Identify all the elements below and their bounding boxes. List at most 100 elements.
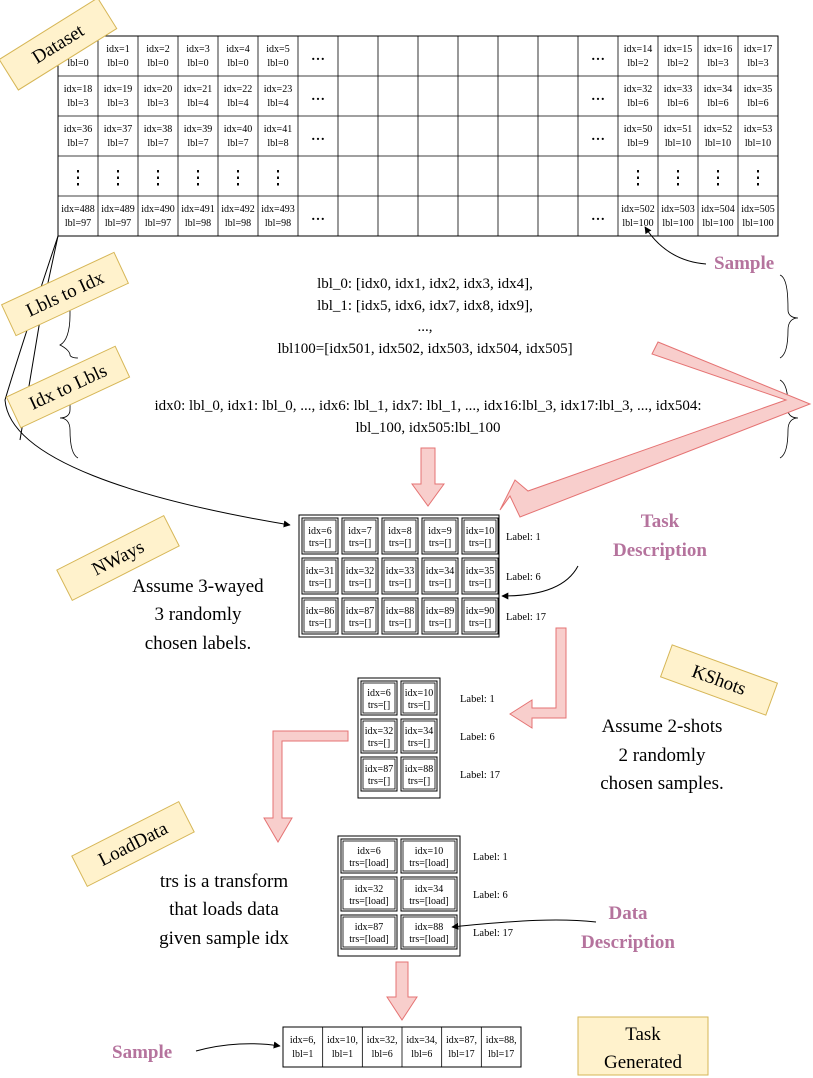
final-cell-idx: idx=34,: [406, 1035, 437, 1046]
dataset-cell-lbl: lbl=97: [65, 218, 91, 229]
dataset-vdots: ⋮: [109, 168, 128, 189]
dataset-cell-idx: idx=1: [106, 44, 129, 55]
dataset-cell-idx: idx=2: [146, 44, 169, 55]
dataset-cell-idx: idx=489: [101, 204, 134, 215]
kshots-cell-inner: [402, 758, 436, 790]
dataset-cell-idx: idx=23: [264, 84, 292, 95]
loaddata-note-line-3: given sample idx: [159, 928, 289, 949]
dataset-cell-idx: idx=504: [701, 204, 734, 215]
down-arrow-to-final: [386, 961, 418, 1021]
dataset-cell-lbl: lbl=100: [662, 218, 693, 229]
nways-cell-trs: trs=[]: [429, 538, 451, 549]
dataset-cell-lbl: lbl=3: [107, 98, 128, 109]
dataset-cell-idx: idx=38: [144, 124, 172, 135]
kshots-cell-idx: idx=87: [365, 764, 393, 775]
dataset-cell-idx: idx=37: [104, 124, 132, 135]
nways-note-line-2: 3 randomly: [154, 604, 242, 625]
kshots-cell-idx: idx=10: [405, 688, 433, 699]
load-cell-idx: idx=34: [415, 884, 443, 895]
dataset-ellipsis: ...: [591, 124, 605, 145]
load-cell-trs: trs=[load]: [409, 934, 449, 945]
final-task-row: idx=6,lbl=1idx=10,lbl=1idx=32,lbl=6idx=3…: [282, 1026, 522, 1068]
load-cell: [400, 876, 458, 912]
kshots-row-label: Label: 17: [460, 770, 500, 781]
loaddata-note-line-1: trs is a transform: [160, 871, 288, 892]
dataset-cell-lbl: lbl=7: [67, 138, 88, 149]
nways-cell-trs: trs=[]: [469, 578, 491, 589]
nways-cell-idx: idx=86: [306, 606, 334, 617]
kshots-cell: [360, 680, 398, 716]
nways-cell-trs: trs=[]: [469, 618, 491, 629]
kshots-note-line-1: Assume 2-shots: [602, 716, 723, 737]
dataset-cell-lbl: lbl=0: [187, 58, 208, 69]
task-description-line-2: Description: [613, 540, 707, 561]
dataset-cell-idx: idx=40: [224, 124, 252, 135]
nways-cell-inner: [383, 599, 417, 633]
task-description-line-1: Task: [641, 511, 680, 532]
down-arrow-to-nways: [411, 447, 445, 507]
dataset-cell-idx: idx=490: [141, 204, 174, 215]
dataset-cell-lbl: lbl=10: [665, 138, 691, 149]
nways-cell: [301, 557, 339, 595]
dataset-ellipsis: ...: [591, 84, 605, 105]
dataset-cell-lbl: lbl=97: [105, 218, 131, 229]
dataset-vdots: ⋮: [629, 168, 648, 189]
load-cell-idx: idx=10: [415, 846, 443, 857]
idx-to-lbls-text: idx0: lbl_0, idx1: lbl_0, ..., idx6: lbl…: [154, 398, 701, 436]
sample-top-label: Sample: [714, 253, 774, 274]
dataset-cell-idx: idx=14: [624, 44, 652, 55]
dataset-cell-lbl: lbl=6: [707, 98, 728, 109]
dataset-vdots: ⋮: [189, 168, 208, 189]
dataset-cell-lbl: lbl=100: [702, 218, 733, 229]
kshots-note-line-3: chosen samples.: [600, 773, 723, 794]
dataset-cell-idx: idx=20: [144, 84, 172, 95]
dataset-ellipsis: ...: [311, 204, 325, 225]
nways-cell-idx: idx=88: [386, 606, 414, 617]
load-row-label: Label: 17: [473, 928, 513, 939]
diagonal-arrow-to-nways: [499, 341, 812, 518]
dataset-vdots: ⋮: [749, 168, 768, 189]
dataset-cell-lbl: lbl=3: [747, 58, 768, 69]
nways-cell: [421, 557, 459, 595]
tag-task-generated-line-2: Generated: [604, 1052, 683, 1073]
dataset-cell-idx: idx=505: [741, 204, 774, 215]
nways-cell-idx: idx=9: [428, 526, 451, 537]
dataset-cell-lbl: lbl=9: [627, 138, 648, 149]
final-cell-lbl: lbl=6: [411, 1049, 432, 1060]
dataset-vdots: ⋮: [229, 168, 248, 189]
kshots-note-line-2: 2 randomly: [618, 745, 706, 766]
dataset-cell-idx: idx=19: [104, 84, 132, 95]
load-cell: [400, 914, 458, 950]
final-cell-idx: idx=88,: [486, 1035, 517, 1046]
load-cell-inner: [402, 916, 456, 948]
dataset-vdots: ⋮: [69, 168, 88, 189]
dataset-vdots: ⋮: [269, 168, 288, 189]
nways-cell-idx: idx=35: [466, 566, 494, 577]
load-cell: [340, 914, 398, 950]
kshots-cell-idx: idx=88: [405, 764, 433, 775]
dataset-cell-idx: idx=22: [224, 84, 252, 95]
nways-row-label: Label: 1: [506, 532, 541, 543]
dataset-cell-lbl: lbl=7: [227, 138, 248, 149]
lbls-to-idx-line-4: lbl100=[idx501, idx502, idx503, idx504, …: [277, 341, 572, 357]
dataset-ellipsis: ...: [591, 204, 605, 225]
nways-cell-trs: trs=[]: [349, 618, 371, 629]
load-cell-idx: idx=87: [355, 922, 383, 933]
nways-cell-idx: idx=6: [308, 526, 331, 537]
dataset-cell-idx: idx=5: [266, 44, 289, 55]
idx-to-lbls-line-2: lbl_100, idx505:lbl_100: [355, 420, 500, 436]
nways-row-label: Label: 6: [506, 572, 541, 583]
load-cell-trs: trs=[load]: [349, 858, 389, 869]
nways-cell: [341, 517, 379, 555]
tag-task-generated-line-1: Task: [625, 1024, 661, 1045]
load-cell-trs: trs=[load]: [349, 934, 389, 945]
dataset-cell-lbl: lbl=0: [227, 58, 248, 69]
nways-cell-inner: [343, 559, 377, 593]
load-cell: [340, 838, 398, 874]
nways-cell-idx: idx=7: [348, 526, 371, 537]
data-description-arrow: [451, 919, 597, 930]
kshots-cell-idx: idx=32: [365, 726, 393, 737]
dataset-cell-lbl: lbl=98: [185, 218, 211, 229]
nways-cell: [421, 517, 459, 555]
